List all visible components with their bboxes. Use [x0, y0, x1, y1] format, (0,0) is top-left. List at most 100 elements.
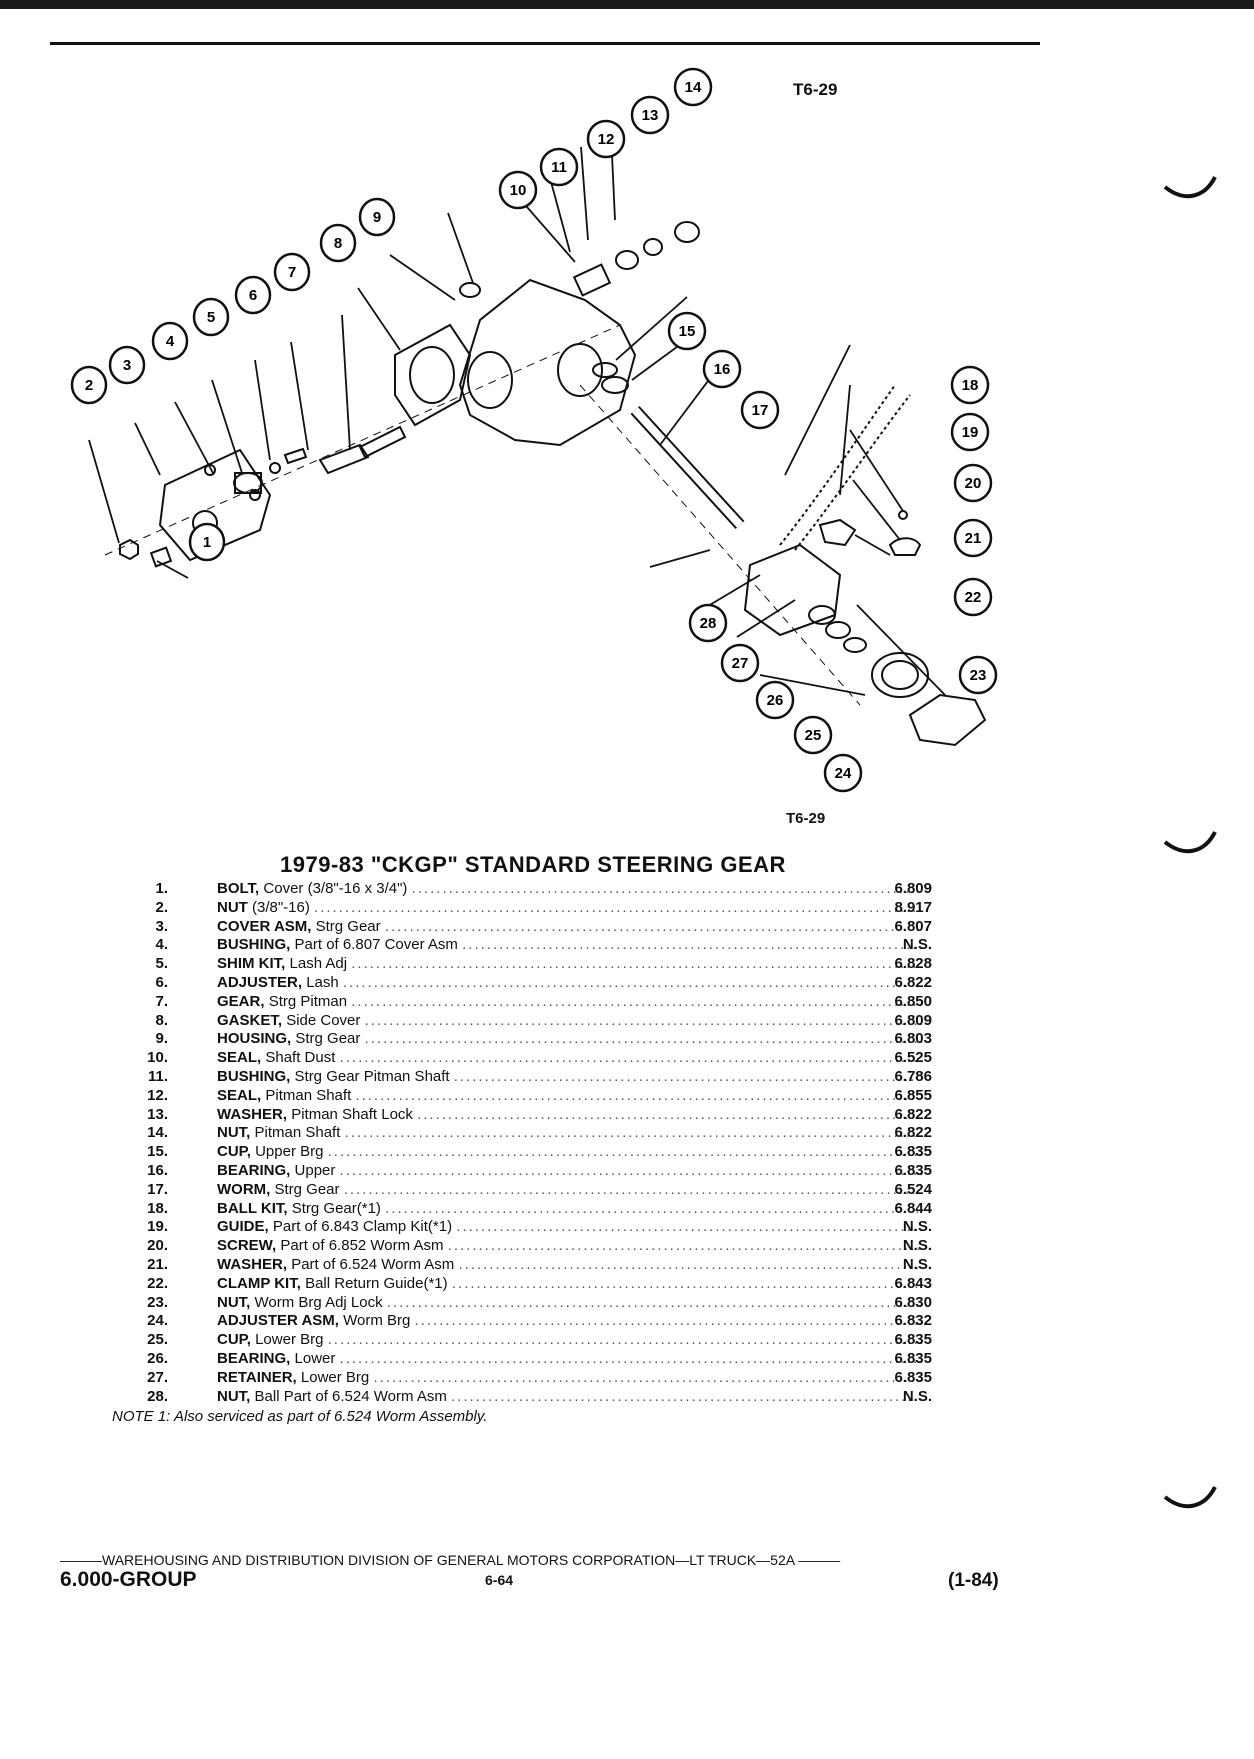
part-name: WASHER,	[217, 1255, 288, 1273]
part-group-ref: 6.822	[894, 973, 932, 991]
parts-row: 17.WORM, Strg Gear .....................…	[110, 1181, 932, 1200]
parts-row: 25. CUP, Lower Brg ......................…	[110, 1331, 932, 1350]
part-detail: Shaft Dust	[265, 1049, 336, 1067]
svg-text:8: 8	[334, 235, 342, 252]
svg-text:22: 22	[965, 589, 982, 606]
part-description: BUSHING, Part of 6.807 Cover Asm .......…	[217, 936, 922, 955]
part-description: NUT, Worm Brg Adj Lock .................…	[217, 1294, 922, 1313]
part-description: COVER ASM, Strg Gear ...................…	[217, 918, 922, 937]
leader-dots: ........................................…	[314, 898, 922, 916]
leader-dots: ........................................…	[364, 1011, 922, 1029]
part-group-ref: 6.822	[894, 1105, 932, 1123]
part-description: BEARING, Upper .........................…	[217, 1162, 922, 1181]
part-description: CLAMP KIT, Ball Return Guide(*1) .......…	[217, 1275, 922, 1294]
part-description: NUT, Ball Part of 6.524 Worm Asm .......…	[217, 1388, 922, 1407]
part-number: 23.	[147, 1293, 168, 1311]
leader-dots: ........................................…	[351, 992, 922, 1010]
leader-dots: ........................................…	[351, 955, 922, 973]
binder-mark	[1163, 1486, 1217, 1508]
part-group-ref: N.S.	[902, 1387, 932, 1405]
leader-dots: ........................................…	[384, 917, 922, 935]
parts-row: 24.ADJUSTER ASM, Worm Brg ..............…	[110, 1312, 932, 1331]
leader-dots: ........................................…	[327, 1331, 922, 1349]
part-detail: Upper Brg	[255, 1143, 324, 1161]
leader-dots: ........................................…	[364, 1030, 922, 1048]
callout-17: 17	[740, 390, 780, 430]
callout-26: 26	[755, 680, 795, 720]
part-number: 4.	[155, 936, 168, 954]
part-name: BUSHING,	[217, 936, 291, 954]
leader-dots: ........................................…	[447, 1237, 922, 1255]
part-name: RETAINER,	[217, 1368, 297, 1386]
part-number: 25.	[147, 1331, 168, 1349]
callout-13: 13	[630, 95, 670, 135]
callout-20: 20	[953, 463, 993, 503]
part-group-ref: 6.835	[894, 1143, 932, 1161]
callout-5: 5	[192, 297, 230, 337]
part-description: SEAL, Pitman Shaft .....................…	[217, 1087, 922, 1106]
leader-dots: ........................................…	[339, 1349, 922, 1367]
part-description: NUT (3/8"-16) ..........................…	[217, 899, 922, 918]
footer-division: ———WAREHOUSING AND DISTRIBUTION DIVISION…	[60, 1552, 841, 1568]
part-name: SEAL,	[217, 1049, 262, 1067]
part-name: WORM,	[217, 1180, 271, 1198]
parts-row: 15.CUP, Upper Brg ......................…	[110, 1143, 932, 1162]
callout-7: 7	[273, 252, 311, 292]
parts-row: 19.GUIDE, Part of 6.843 Clamp Kit(*1) ..…	[110, 1218, 932, 1237]
part-detail: Cover (3/8"-16 x 3/4")	[263, 880, 408, 897]
callout-1: 1	[188, 522, 226, 562]
part-name: NUT,	[217, 1124, 251, 1142]
part-name: ADJUSTER,	[217, 973, 303, 991]
part-number: 19.	[147, 1218, 168, 1236]
svg-text:19: 19	[962, 424, 979, 441]
part-group-ref: 6.822	[894, 1124, 932, 1142]
part-detail: Worm Brg Adj Lock	[254, 1293, 383, 1311]
callout-12: 12	[586, 119, 626, 159]
parts-row: 3.COVER ASM, Strg Gear .................…	[110, 918, 932, 937]
leader-dots: ........................................…	[417, 1105, 922, 1123]
part-nut	[119, 538, 139, 561]
part-group-ref: 6.835	[894, 1161, 932, 1179]
part-description: CUP, Lower Brg .........................…	[217, 1331, 922, 1350]
part-group-ref: 6.835	[894, 1349, 932, 1367]
part-detail: (3/8"-16)	[252, 898, 310, 916]
part-detail: Lash Adj	[289, 955, 348, 973]
part-detail: Strg Pitman	[268, 992, 348, 1010]
part-description: BALL KIT, Strg Gear(*1) ................…	[217, 1200, 922, 1219]
part-detail: Part of 6.843 Clamp Kit(*1)	[272, 1218, 453, 1236]
binder-mark	[1163, 176, 1217, 198]
parts-row: 1.BOLT, Cover (3/8"-16 x 3/4") .........…	[110, 880, 932, 899]
part-name: WASHER,	[217, 1105, 288, 1123]
part-detail: Worm Brg	[343, 1312, 411, 1330]
part-number: 6.	[155, 973, 168, 991]
svg-text:28: 28	[700, 615, 717, 632]
part-group-ref: 6.803	[894, 1030, 932, 1048]
callout-10: 10	[498, 170, 538, 210]
part-number: 7.	[155, 992, 168, 1010]
part-group-ref: 6.832	[894, 1312, 932, 1330]
part-group-ref: 6.786	[894, 1067, 932, 1085]
leader-dots: ........................................…	[411, 880, 922, 897]
part-description: ADJUSTER ASM, Worm Brg .................…	[217, 1312, 922, 1331]
parts-row: 9.HOUSING, Strg Gear ...................…	[110, 1030, 932, 1049]
parts-row: 14.NUT, Pitman Shaft ...................…	[110, 1124, 932, 1143]
parts-row: 12.SEAL, Pitman Shaft ..................…	[110, 1087, 932, 1106]
part-detail: Strg Gear	[295, 1030, 361, 1048]
footer-group: 6.000-GROUP	[60, 1568, 197, 1591]
part-name: BEARING,	[217, 1349, 291, 1367]
svg-text:6: 6	[249, 287, 257, 304]
figure-ref-bottom: T6-29	[786, 810, 826, 827]
part-group-ref: 6.828	[894, 955, 932, 973]
part-description: WORM, Strg Gear ........................…	[217, 1181, 922, 1200]
callout-11: 11	[539, 147, 579, 187]
part-description: NUT, Pitman Shaft ......................…	[217, 1124, 922, 1143]
part-description: ADJUSTER, Lash .........................…	[217, 974, 922, 993]
leader-dots: ........................................…	[456, 1218, 922, 1236]
svg-text:5: 5	[207, 309, 215, 326]
part-name: NUT	[217, 898, 248, 916]
part-detail: Lower Brg	[300, 1368, 370, 1386]
svg-text:15: 15	[679, 323, 696, 340]
part-number: 2.	[155, 898, 168, 916]
part-detail: Strg Gear(*1)	[291, 1199, 381, 1217]
part-group-ref: 6.843	[894, 1274, 932, 1292]
